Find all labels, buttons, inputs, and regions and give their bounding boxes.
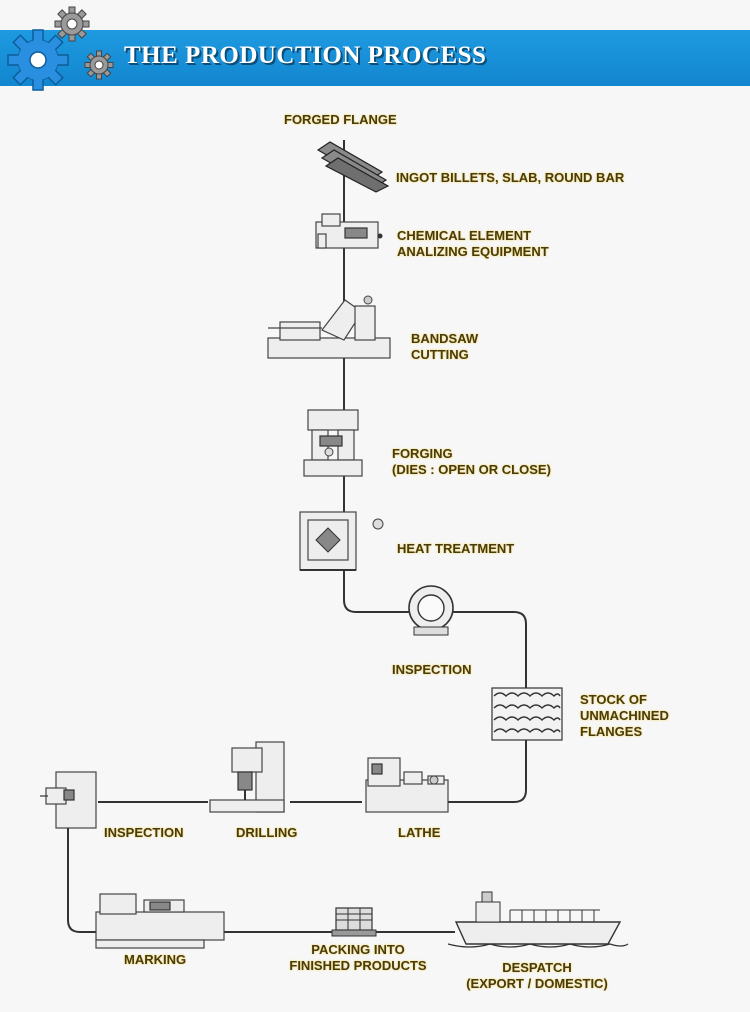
step-marking: MARKING [124,952,187,967]
step-lathe: LATHE [398,825,441,840]
stacked-flanges-icon [491,687,563,741]
ring-icon [408,585,454,636]
step-inspection-ring: INSPECTION [392,662,472,677]
step-forging: FORGING(DIES : OPEN OR CLOSE) [392,446,551,477]
step-heat-treatment: HEAT TREATMENT [397,541,515,556]
step-ingot-billets: INGOT BILLETS, SLAB, ROUND BAR [396,170,625,185]
gear-icon [54,6,90,42]
gear-icon [84,50,114,80]
drill-press-icon [209,741,285,813]
page-title: THE PRODUCTION PROCESS [124,42,487,69]
step-despatch: DESPATCH(EXPORT / DOMESTIC) [466,960,608,991]
pallet-icon [331,907,377,937]
bandsaw-icon [267,295,391,359]
step-drilling: DRILLING [236,825,298,840]
marking-machine-icon [95,893,225,949]
inspection-gauge-icon [40,771,97,829]
step-inspection-final: INSPECTION [104,825,184,840]
lathe-icon [365,757,449,813]
furnace-icon [299,511,384,571]
step-forged-flange: FORGED FLANGE [284,112,397,127]
gear-icon [7,29,69,91]
forging-press-icon [303,409,363,477]
header-banner: THE PRODUCTION PROCESS [0,30,750,86]
bar-stock-icon [316,141,390,193]
ship-icon [447,891,629,948]
analyzer-icon [315,213,383,249]
flow-lines [67,140,527,933]
